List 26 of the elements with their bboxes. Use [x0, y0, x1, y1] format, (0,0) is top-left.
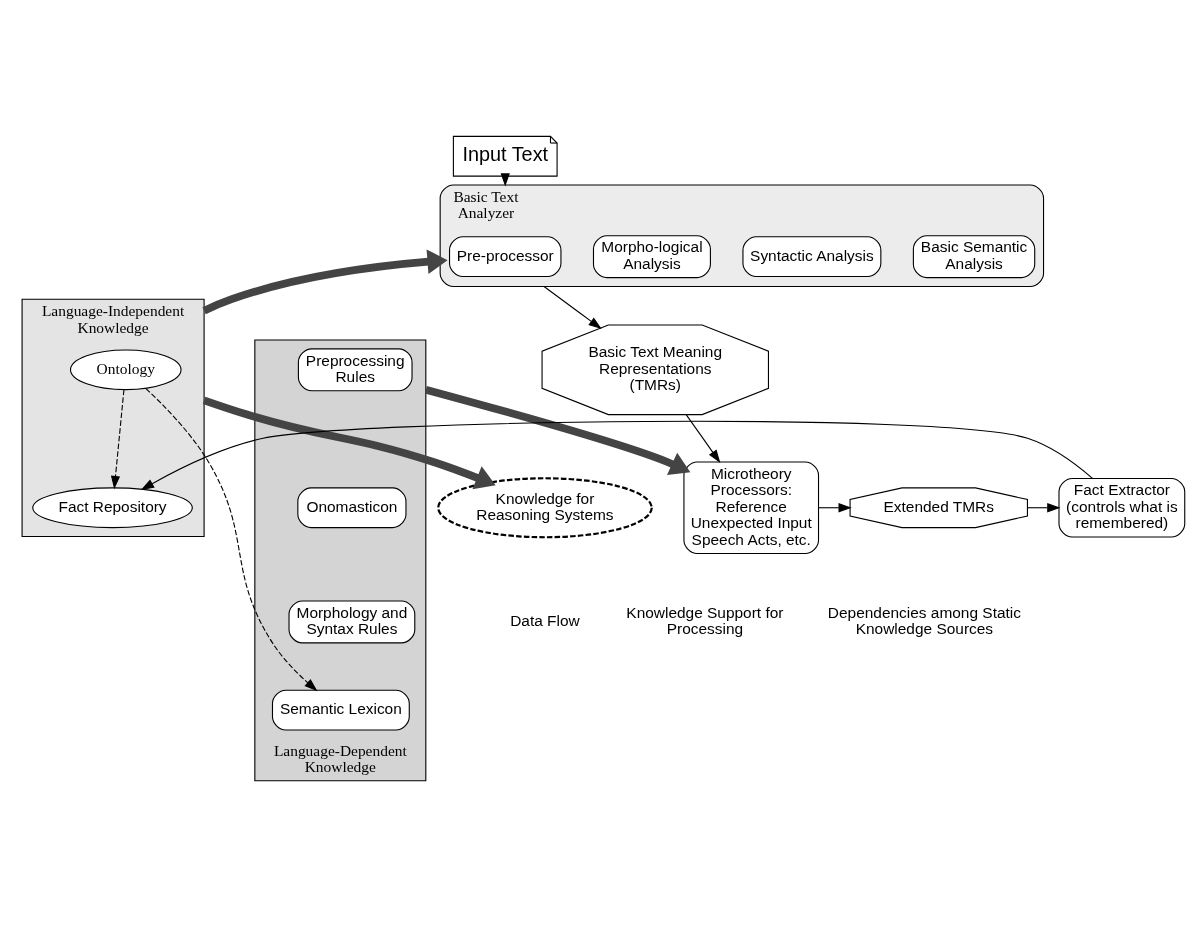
arrow: [145, 387, 318, 691]
node-box: Pre-processor: [448, 235, 562, 277]
node-box: Preprocessing Rules: [297, 347, 413, 391]
node-box: Microtheory Processors: Reference Unexpected Input Speech Acts, etc.: [683, 460, 820, 554]
node-box: Morpho-logical Analysis: [592, 234, 711, 278]
arrow: [202, 248, 448, 314]
node-ellipse: Ontology: [69, 348, 182, 390]
node-box: Basic Semantic Analysis: [912, 234, 1036, 278]
arrow: [424, 385, 691, 475]
node-box: Onomasticon: [297, 486, 407, 528]
legend-label: Dependencies among Static Knowledge Sources: [827, 603, 1021, 637]
arrow: [202, 396, 496, 489]
arrow: [685, 413, 721, 463]
legend-label: Data Flow: [510, 611, 580, 629]
node-ellipse: Fact Repository: [32, 486, 193, 528]
node-box: Fact Extractor (controls what is remembered): [1058, 477, 1186, 538]
arrow: [818, 502, 852, 512]
node-box: Semantic Lexicon: [271, 689, 410, 731]
node-box: Syntactic Analysis: [742, 235, 882, 277]
arrow: [110, 388, 125, 489]
node-box: Morphology and Syntax Rules: [288, 599, 416, 643]
arrow: [1026, 502, 1061, 512]
legend-label: Knowledge Support for Processing: [626, 603, 784, 637]
arrow: [140, 420, 1093, 490]
node-ellipse: Knowledge for Reasoning Systems: [437, 476, 653, 538]
arrow: [543, 285, 602, 329]
